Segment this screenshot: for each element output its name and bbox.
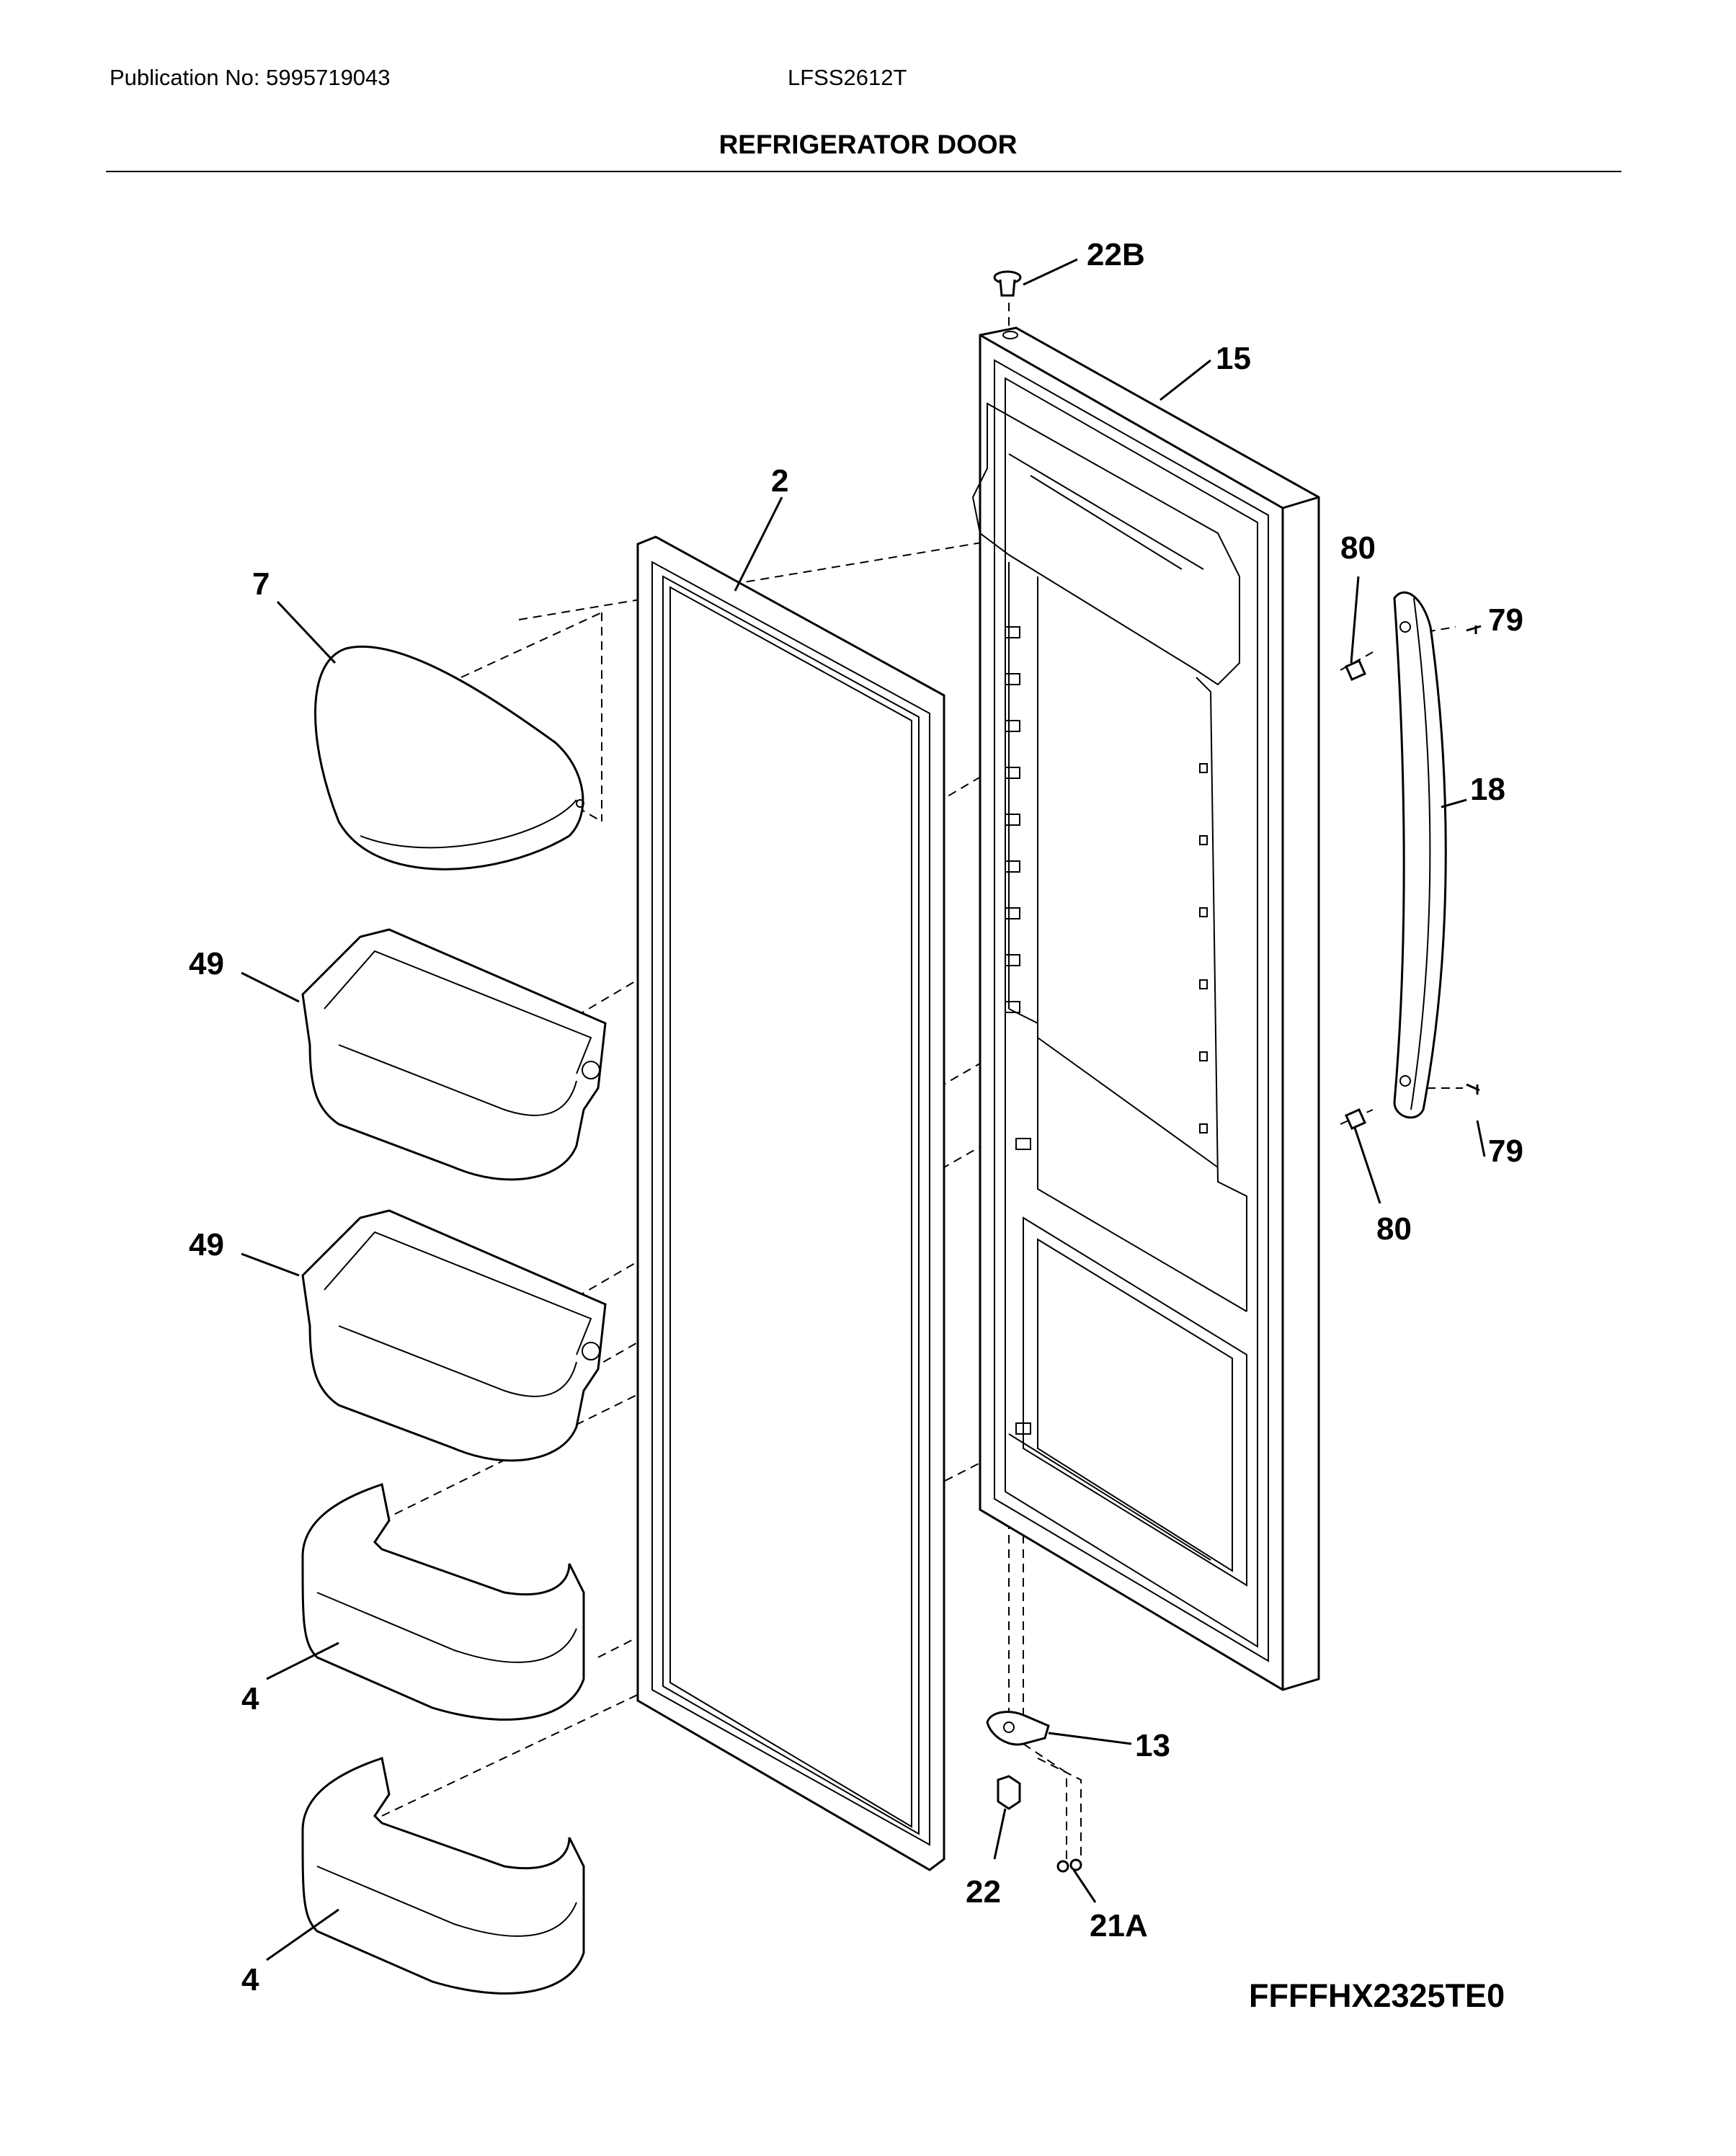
- hinge-screws: [1056, 1858, 1082, 1873]
- callout-4-lower: 4: [241, 1962, 259, 1997]
- leader-lines: [241, 258, 1486, 1961]
- callout-2: 2: [771, 463, 788, 499]
- page-title: REFRIGERATOR DOOR: [718, 130, 1018, 159]
- lower-hinge-bushing: [997, 1775, 1021, 1810]
- bottom-hinge: [986, 1711, 1050, 1746]
- handle-mount-studs: [1345, 659, 1366, 1130]
- callout-22: 22: [966, 1874, 1001, 1910]
- callout-labels: 22B 15 2 7 80 79 18 49 49 79 80 4 13 22 …: [189, 237, 1523, 1997]
- model-number: LFSS2612T: [788, 65, 907, 90]
- callout-79-upper: 79: [1488, 602, 1523, 638]
- callout-80-upper: 80: [1340, 530, 1376, 566]
- callout-13: 13: [1135, 1728, 1170, 1763]
- door-shelf-upper: [301, 1483, 585, 1721]
- door-shelf-lower: [301, 1757, 585, 1995]
- callout-15: 15: [1216, 341, 1251, 376]
- door-inner-liner: [971, 331, 1247, 1587]
- callout-18: 18: [1470, 772, 1505, 807]
- callout-80-lower: 80: [1376, 1211, 1412, 1247]
- callout-49-lower: 49: [189, 1227, 224, 1262]
- callout-22b: 22B: [1087, 237, 1145, 272]
- callout-4-upper: 4: [241, 1681, 259, 1716]
- door-gasket: [636, 535, 945, 1871]
- door-outer-panel: [979, 326, 1320, 1691]
- callout-49-upper: 49: [189, 946, 224, 981]
- callout-21a: 21A: [1090, 1908, 1148, 1943]
- callout-79-lower: 79: [1488, 1133, 1523, 1169]
- hinge-bushing: [993, 270, 1022, 297]
- door-handle: [1393, 591, 1447, 1119]
- dairy-door-cover: [314, 645, 584, 870]
- diagram-code: FFFFHX2325TE0: [1249, 1977, 1505, 2014]
- door-bin-lower: [301, 1209, 607, 1462]
- callout-7: 7: [252, 566, 270, 602]
- publication-number: Publication No: 5995719043: [110, 65, 391, 90]
- handle-set-screws: [1466, 625, 1482, 1095]
- header-divider: [106, 171, 1621, 172]
- door-bin-upper: [301, 928, 607, 1181]
